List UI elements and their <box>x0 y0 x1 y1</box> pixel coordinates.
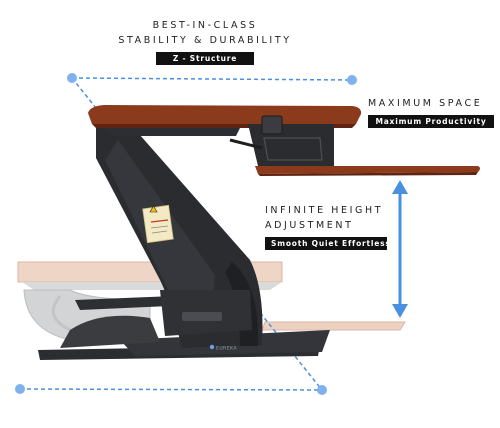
callout-stability-badge: Z - Structure <box>156 52 254 65</box>
guide-dot-bottom-left <box>15 384 25 394</box>
lower-arm <box>75 296 175 310</box>
callout-height-heading-1: INFINITE HEIGHT <box>265 205 384 216</box>
callout-space-heading: MAXIMUM SPACE <box>368 98 483 109</box>
warning-triangle-icon <box>149 205 158 213</box>
arrow-down-icon <box>392 304 408 318</box>
guide-dots <box>15 73 357 395</box>
guide-dot-top-right <box>347 75 357 85</box>
base-slot <box>182 312 222 321</box>
callout-stability-heading-1: BEST-IN-CLASS <box>152 20 258 31</box>
callout-space: MAXIMUM SPACE Maximum Productivity <box>368 96 494 129</box>
warning-label <box>142 204 174 244</box>
bracket-arm <box>229 138 263 150</box>
callout-height-heading-2: ADJUSTMENT <box>265 220 354 231</box>
brand-logo-icon <box>209 344 215 350</box>
base <box>38 296 330 360</box>
callout-space-badge: Maximum Productivity <box>368 115 494 128</box>
desktop-support-bar <box>104 128 240 136</box>
desktop-top <box>88 105 362 124</box>
raised-keyboard-tray <box>255 166 480 176</box>
warning-text-line <box>151 230 168 234</box>
height-arrow <box>392 180 408 318</box>
callout-height: INFINITE HEIGHT ADJUSTMENT Smooth Quiet … <box>265 203 395 251</box>
callout-stability: BEST-IN-CLASS STABILITY & DURABILITY Z -… <box>115 18 295 66</box>
arrow-up-icon <box>392 180 408 194</box>
callout-height-badge: Smooth Quiet Effortless <box>265 237 390 250</box>
callout-stability-heading-2: STABILITY & DURABILITY <box>118 35 292 46</box>
ghost-keyboard-tray <box>261 321 406 331</box>
bottom-guide-line <box>19 388 323 391</box>
bracket-knob <box>261 115 283 135</box>
guide-dot-top-left <box>67 73 77 83</box>
brand-logo-text: EUREKA <box>216 346 237 352</box>
brand-logo: EUREKA <box>209 344 237 352</box>
keyboard-tray-edge <box>258 172 478 176</box>
top-guide-line <box>71 77 353 81</box>
guide-dot-bottom-right <box>317 385 327 395</box>
warning-text-line <box>150 225 169 229</box>
base-foot-left <box>60 315 160 348</box>
keyboard-bracket <box>229 115 334 166</box>
warning-stripe <box>150 219 169 223</box>
warning-sticker <box>142 204 174 244</box>
bracket-frame <box>263 137 323 161</box>
keyboard-tray-top <box>255 166 480 174</box>
